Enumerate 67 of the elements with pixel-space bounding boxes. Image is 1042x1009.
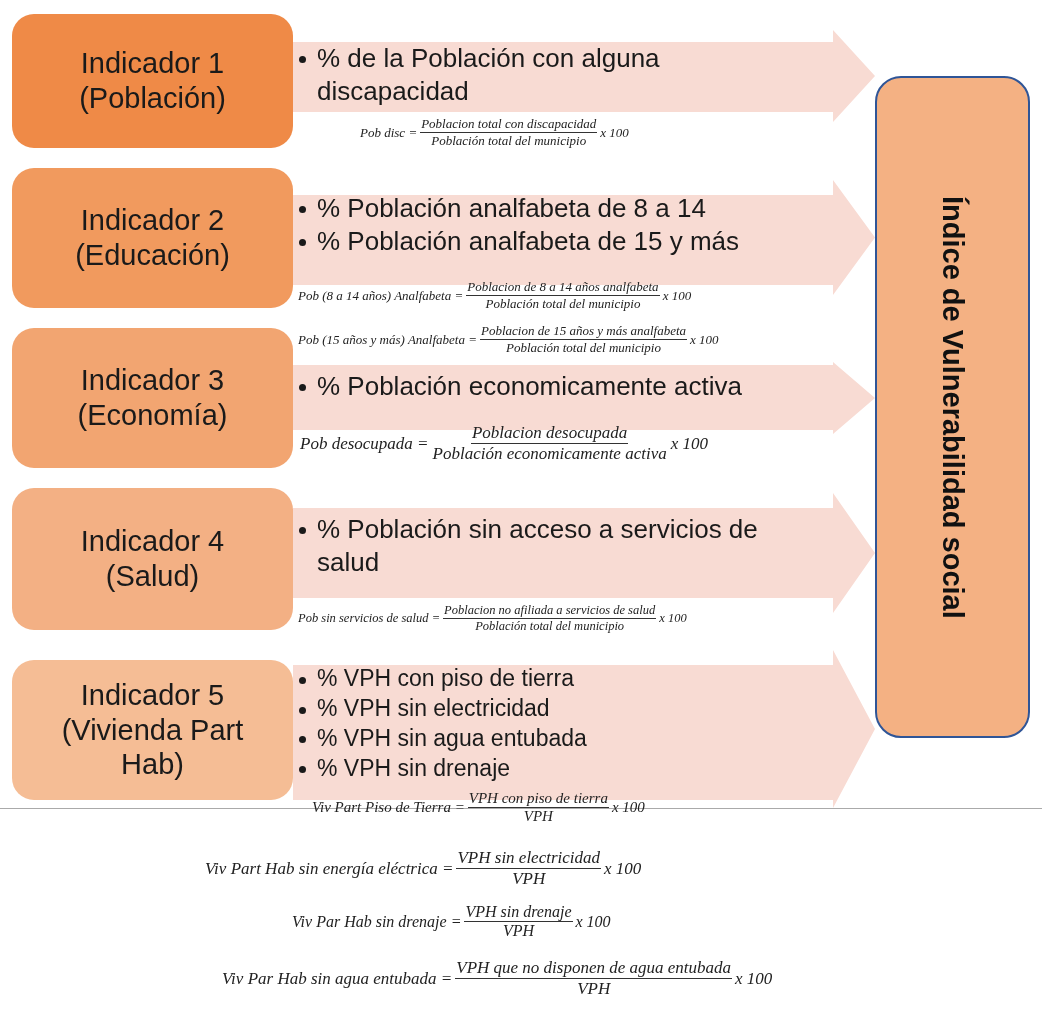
formula-term: Pob sin servicios de salud = xyxy=(298,611,441,626)
bullet-item: % de la Población con alguna discapacidad xyxy=(317,43,660,106)
numerator: VPH sin drenaje xyxy=(464,903,573,922)
indicator-label: (Educación) xyxy=(75,238,230,273)
formula-term: Pob (8 a 14 años) Analfabeta = xyxy=(298,287,464,304)
numerator: Poblacion de 15 años y más analfabeta xyxy=(479,323,688,340)
numerator: Poblacion de 8 a 14 años analfabeta xyxy=(466,279,660,296)
numerator: VPH sin electricidad xyxy=(456,848,602,869)
bullet-item: % Población analfabeta de 8 a 14 xyxy=(317,193,706,223)
indicator-label: (Salud) xyxy=(105,559,200,594)
multiplier: x 100 xyxy=(604,858,642,879)
indicator-box xyxy=(12,660,293,800)
denominator: VPH xyxy=(522,808,554,825)
denominator: VPH xyxy=(501,922,535,940)
formula-term: Viv Par Hab sin agua entubada = xyxy=(222,968,453,989)
denominator: Población total del municipio xyxy=(474,619,626,634)
bullet-item: % Población analfabeta de 15 y más xyxy=(317,225,740,256)
denominator: VPH xyxy=(511,869,547,889)
indicator-label: Indicador 1 xyxy=(80,46,225,81)
numerator: Poblacion no afiliada a servicios de salud xyxy=(443,603,657,619)
bullet-item: % VPH sin agua entubada xyxy=(317,724,587,751)
index-label: Índice de Vulnerabilidad social xyxy=(936,195,969,619)
formula-term: Viv Part Piso de Tierra = xyxy=(312,799,465,816)
multiplier: x 100 xyxy=(690,331,719,348)
multiplier: x 100 xyxy=(600,124,629,141)
bullet-item: % Población economicamente activa xyxy=(317,371,742,401)
block-arrow xyxy=(293,30,875,122)
indicator-label: (Economía) xyxy=(77,398,228,433)
block-arrow xyxy=(293,493,875,613)
bullet-item: % VPH sin electricidad xyxy=(317,694,550,721)
block-arrow xyxy=(293,650,875,808)
indicator-box xyxy=(12,14,293,148)
denominator: Población total del municipio xyxy=(484,296,642,312)
multiplier: x 100 xyxy=(611,799,645,816)
multiplier: x 100 xyxy=(575,912,611,931)
indicator-label: Indicador 2 xyxy=(80,203,225,238)
numerator: VPH que no disponen de agua entubada xyxy=(455,958,733,979)
bullet-item: % Población sin acceso a servicios de salud xyxy=(317,514,758,577)
block-arrow xyxy=(293,180,875,295)
formula-term: Viv Par Hab sin drenaje = xyxy=(292,912,462,931)
indicator-label: Indicador 4 xyxy=(80,524,225,559)
multiplier: x 100 xyxy=(659,611,687,626)
numerator: Poblacion total con discapacidad xyxy=(420,116,598,133)
indicator-box xyxy=(12,168,293,308)
indicator-label: Indicador 5 xyxy=(80,677,225,713)
denominator: Población economicamente activa xyxy=(431,444,668,464)
index-box xyxy=(875,76,1030,738)
formula-term: Pob disc = xyxy=(360,124,418,141)
formula-term: Viv Part Hab sin energía eléctrica = xyxy=(205,858,454,879)
multiplier: x 100 xyxy=(670,433,708,454)
numerator: VPH con piso de tierra xyxy=(467,790,609,808)
denominator: VPH xyxy=(576,979,612,999)
indicator-label: (Vivienda Part Hab) xyxy=(60,712,245,783)
bullet-item: % VPH con piso de tierra xyxy=(317,665,574,691)
multiplier: x 100 xyxy=(662,287,692,304)
indicator-box xyxy=(12,488,293,630)
formula-term: Pob desocupada = xyxy=(300,433,429,454)
numerator: Poblacion desocupada xyxy=(470,423,629,444)
formula-term: Pob (15 años y más) Analfabeta = xyxy=(298,331,477,348)
indicator-box xyxy=(12,328,293,468)
indicator-label: Indicador 3 xyxy=(80,363,225,398)
denominator: Población total del municipio xyxy=(505,340,662,356)
multiplier: x 100 xyxy=(735,968,773,989)
bullet-item: % VPH sin drenaje xyxy=(317,754,511,781)
indicator-label: (Población) xyxy=(79,81,226,116)
denominator: Población total del municipio xyxy=(430,133,588,149)
block-arrow xyxy=(293,362,875,434)
